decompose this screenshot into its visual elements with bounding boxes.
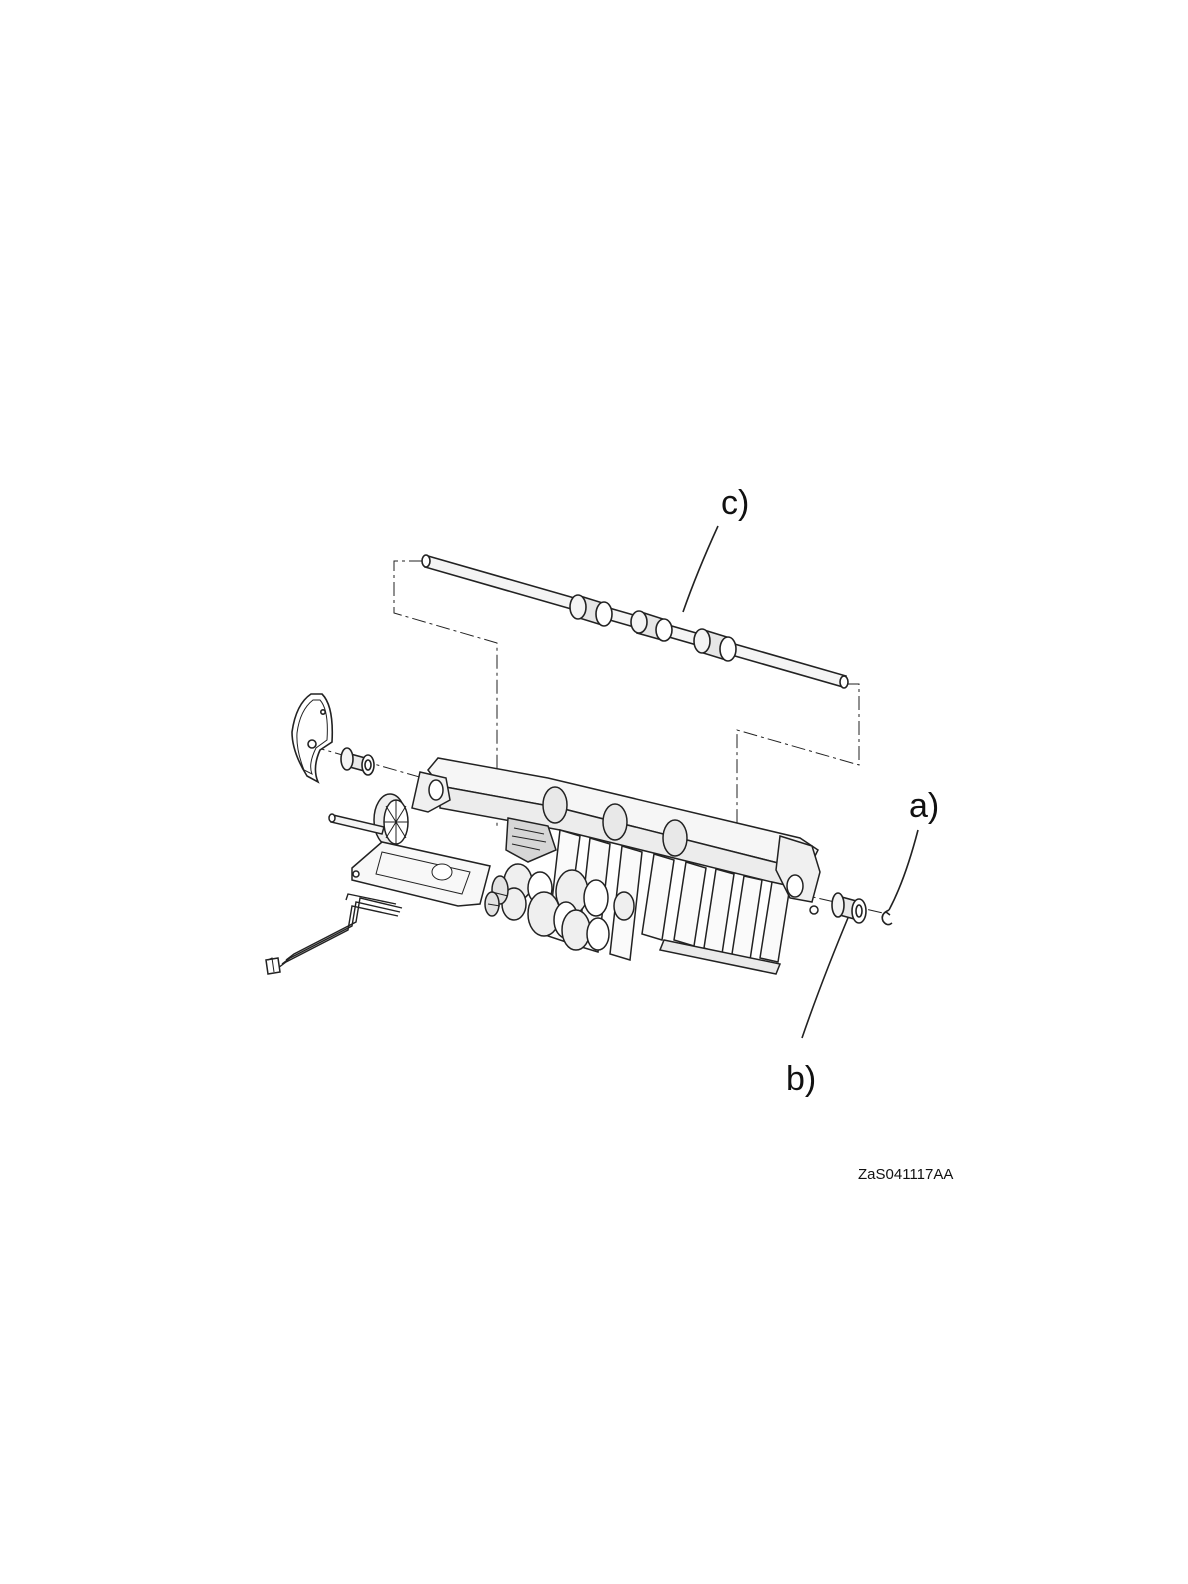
harness-connector: [266, 958, 280, 974]
guide-right: [737, 684, 859, 832]
feeder-frame-assembly: [329, 758, 820, 974]
drive-gear: [374, 794, 408, 846]
e-clip-part-a: [882, 910, 892, 925]
right-end-pin: [810, 906, 818, 914]
callout-label-b: b): [786, 1062, 816, 1096]
roller-2: [631, 611, 672, 641]
shaft-end-left: [422, 555, 430, 567]
left-bushing: [341, 748, 374, 775]
figure-code: ZaS041117AA: [858, 1166, 953, 1183]
leader-c: [683, 526, 718, 612]
right-end-hole: [787, 875, 803, 897]
leader-b: [802, 913, 850, 1038]
left-end-hole: [429, 780, 443, 800]
wire-harness: [278, 894, 402, 968]
callout-label-a: a): [909, 789, 939, 823]
callout-label-c: c): [721, 486, 749, 520]
right-bushing-part-b: [832, 893, 866, 923]
roller-3: [694, 629, 736, 661]
shaft-end-right: [840, 676, 848, 688]
left-plate: [292, 694, 332, 782]
roller-shaft-part-c: [422, 555, 848, 688]
roller-1: [570, 595, 612, 626]
leader-a: [889, 830, 918, 910]
